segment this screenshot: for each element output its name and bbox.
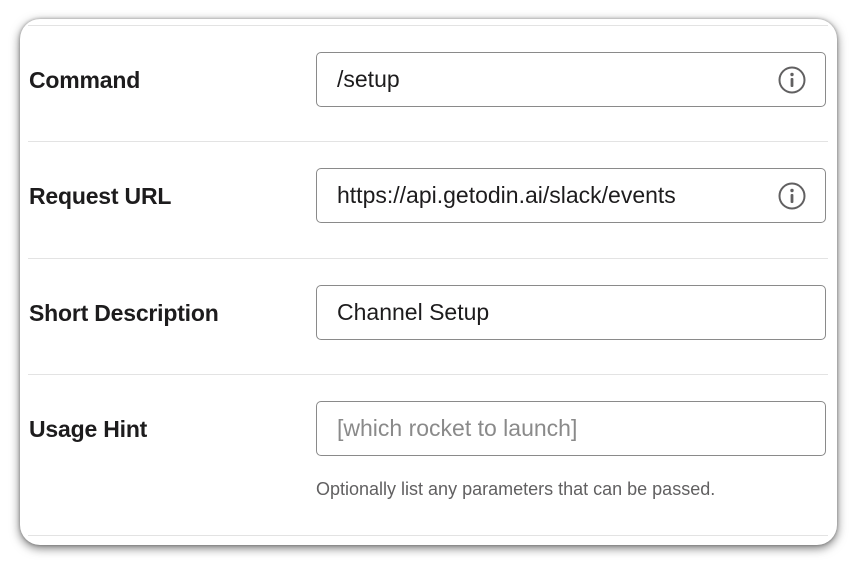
command-input[interactable]: /setup bbox=[316, 52, 826, 107]
slash-command-form: Command /setup Request URL https://api.g… bbox=[20, 19, 837, 545]
divider bbox=[28, 25, 828, 26]
divider bbox=[28, 535, 828, 536]
command-value: /setup bbox=[337, 66, 400, 92]
request-url-label: Request URL bbox=[29, 183, 172, 209]
short-description-label: Short Description bbox=[29, 300, 219, 326]
info-icon[interactable] bbox=[778, 182, 806, 210]
usage-hint-input[interactable]: [which rocket to launch] bbox=[316, 401, 826, 456]
usage-hint-placeholder: [which rocket to launch] bbox=[337, 415, 578, 441]
command-label: Command bbox=[29, 67, 141, 93]
divider bbox=[28, 141, 828, 142]
info-icon[interactable] bbox=[778, 66, 806, 94]
usage-hint-help-text: Optionally list any parameters that can … bbox=[316, 479, 716, 499]
short-description-value: Channel Setup bbox=[337, 299, 490, 325]
usage-hint-label: Usage Hint bbox=[29, 416, 148, 442]
divider bbox=[28, 374, 828, 375]
request-url-input[interactable]: https://api.getodin.ai/slack/events bbox=[316, 168, 826, 223]
divider bbox=[28, 258, 828, 259]
short-description-input[interactable]: Channel Setup bbox=[316, 285, 826, 340]
request-url-value: https://api.getodin.ai/slack/events bbox=[337, 182, 676, 208]
